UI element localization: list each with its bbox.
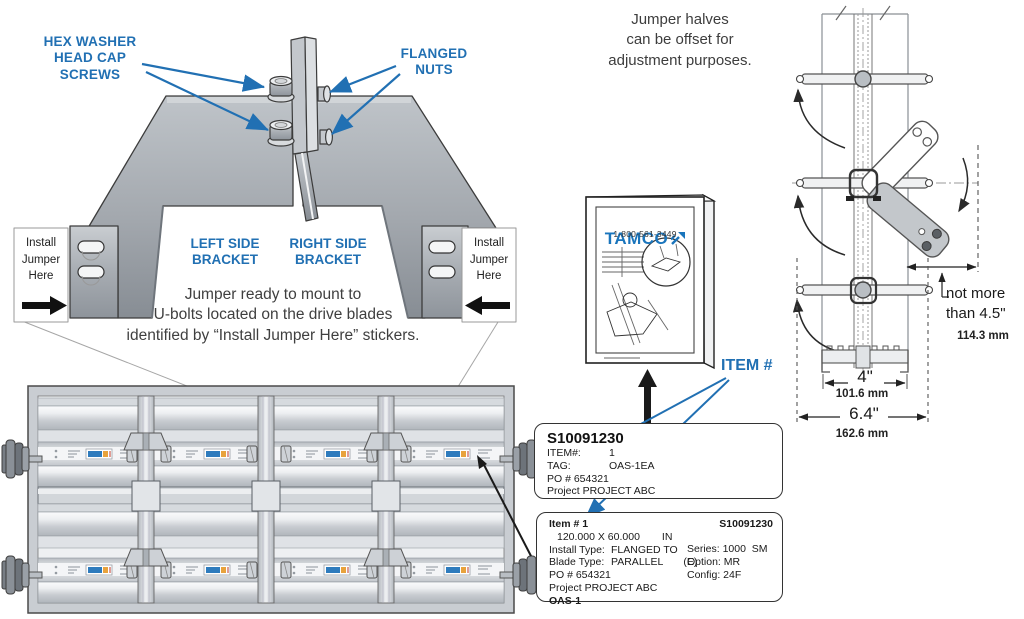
flanged-nut-bottom [319,128,333,146]
right-side-bracket-label: RIGHT SIDE BRACKET [289,236,367,268]
upper-jumper-half-outline [861,120,939,200]
flanged-nut-top [317,85,331,103]
detail-config: Config: 24F [687,568,742,581]
bracket-caption: Jumper ready to mount to U-bolts located… [126,286,420,344]
detail-size-unit: IN [661,530,673,543]
item-number-label: ITEM # [721,357,773,374]
tamco-brand-text: TAMCO [604,228,669,248]
overall-dimension-in: 6.4" [849,404,879,423]
damper-assembly-illustration [1,385,541,614]
detail-project: Project PROJECT ABC [549,581,658,594]
tamco-logo: TAMCO [598,209,692,250]
hex-washer-screw-top [267,75,295,103]
shipping-item-label: ITEM#: [547,447,581,459]
item-detail-box: Item # 1 120.000 X 60.000 IN Install Type… [536,512,783,607]
hex-washer-screw-bottom [267,119,295,147]
offset-section-diagram [792,5,979,424]
install-arrow-left-icon [465,296,510,315]
sill-extrusion [821,345,909,373]
detail-install-value: FLANGED TO [611,543,678,556]
section-blades [795,70,934,305]
box-pointer-arrow-icon [638,369,657,424]
offset-limit-dimension: not more than 4.5" [946,285,1006,322]
shipping-order-number: S10091230 [547,430,624,447]
rotation-arcs [792,88,970,353]
left-ear-plate [69,225,119,319]
left-side-bracket-label: LEFT SIDE BRACKET [190,236,260,268]
right-ear-plate [421,225,469,319]
callout-arrows [141,62,401,135]
tamco-box-illustration [585,193,717,424]
flanged-nuts-label: FLANGED NUTS [400,46,468,78]
offset-limit-mm: 114.3 mm [957,330,1009,342]
shipping-tag-value: OAS-1EA [609,459,655,472]
shipping-item-value: 1 [609,447,615,459]
depth-dimension-mm: 101.6 mm [835,388,889,400]
shipping-label-box: S10091230 ITEM#: 1 TAG: OAS-1EA PO # 65432… [534,423,783,499]
detail-tag: OAS-1 [549,594,582,607]
detail-option: Option: MR [687,556,741,569]
offset-note: Jumper halves can be offset for adjustme… [608,11,752,69]
rail-connectors [131,480,401,512]
box-instruction-sketch [602,237,691,359]
detail-install-label: Install Type: [549,543,605,556]
shipping-tag-label: TAG: [547,459,571,472]
lower-jumper-half-gray [866,182,950,258]
detail-size: 120.000 X 60.000 [557,530,640,543]
tamco-logo-arrow-icon [670,231,686,251]
detail-blade-suffix: (E) [683,556,698,569]
detail-series: Series: 1000 SM [687,543,768,556]
detail-blade-value: PARALLEL [611,556,664,569]
jumper-bracket-illustration [13,36,517,323]
shipping-po: PO # 654321 [547,472,609,485]
hex-washer-screws-label: HEX WASHER HEAD CAP SCREWS [43,34,137,82]
detail-title: Item # 1 [549,518,589,530]
detail-blade-label: Blade Type: [549,556,605,569]
install-arrow-right-icon [22,296,67,315]
detail-po: PO # 654321 [549,569,611,582]
detail-order-number: S10091230 [719,518,773,530]
sticker-pointer-arrow-icon [477,455,532,557]
tamco-phone: 1-800-561-3449 [613,229,677,239]
overall-dimension-mm: 162.6 mm [835,428,889,440]
install-jumper-here-sticker-left: Install Jumper Here [21,237,61,283]
depth-dimension-in: 4" [857,367,873,386]
shipping-project: Project PROJECT ABC [547,485,656,498]
install-jumper-here-sticker-right: Install Jumper Here [469,237,509,283]
